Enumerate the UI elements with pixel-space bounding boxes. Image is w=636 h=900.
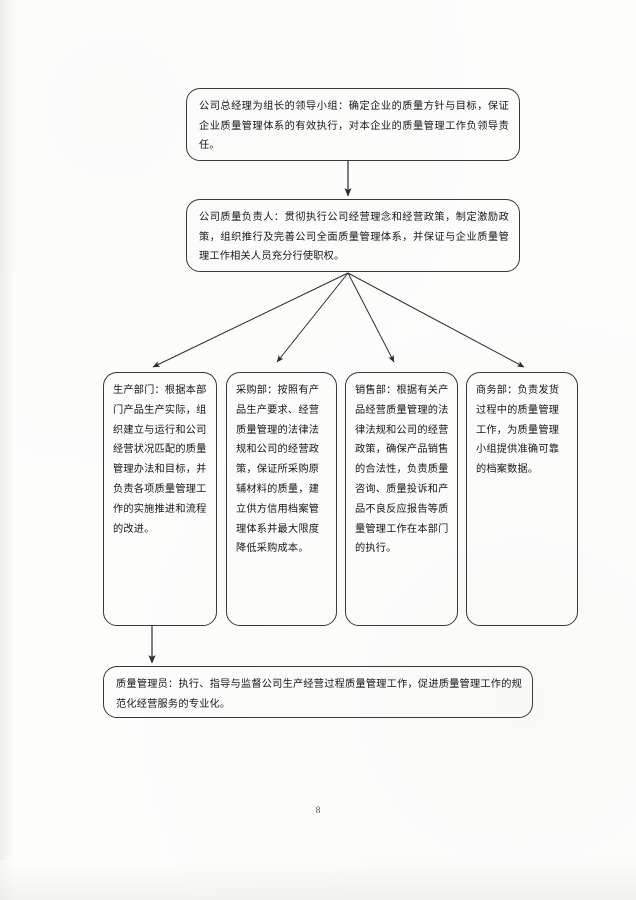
flow-box-production-department[interactable]: 生产部门：根据本部门产品生产实际，组织建立与运行和公司经营状况匹配的质量管理办法… — [103, 372, 217, 626]
connector-officer-to-sales — [347, 272, 395, 363]
flow-box-purchasing-department[interactable]: 采购部：按照有产品生产要求、经营质量管理的法律法规和公司的经营政策，保证所采购原… — [226, 372, 337, 626]
scan-edge-shadow-left — [0, 0, 14, 900]
quality-manager-text: 质量管理员：执行、指导与监督公司生产经营过程质量管理工作，促进质量管理工作的规范… — [116, 679, 522, 710]
scan-edge-shadow-bottom — [0, 860, 636, 900]
connector-officer-to-production — [152, 272, 349, 368]
flow-box-sales-department[interactable]: 销售部：根据有关产品经营质量管理的法律法规和公司的经营政策，确保产品销售的合法性… — [345, 372, 458, 626]
sales-department-text: 销售部：根据有关产品经营质量管理的法律法规和公司的经营政策，确保产品销售的合法性… — [355, 385, 449, 555]
flow-box-leadership-group[interactable]: 公司总经理为组长的领导小组：确定企业的质量方针与目标，保证企业质量管理体系的有效… — [186, 88, 520, 161]
flow-box-quality-manager[interactable]: 质量管理员：执行、指导与监督公司生产经营过程质量管理工作，促进质量管理工作的规范… — [103, 666, 533, 718]
leadership-group-text: 公司总经理为组长的领导小组：确定企业的质量方针与目标，保证企业质量管理体系的有效… — [199, 101, 509, 151]
page-number: 8 — [315, 806, 321, 816]
flow-box-business-department[interactable]: 商务部：负责发货过程中的质量管理工作，为质量管理小组提供准确可靠的档案数据。 — [466, 372, 578, 626]
connector-officer-to-purchasing — [276, 272, 349, 363]
business-department-text: 商务部：负责发货过程中的质量管理工作，为质量管理小组提供准确可靠的档案数据。 — [476, 385, 560, 476]
connector-officer-to-business — [347, 272, 525, 368]
flow-box-quality-officer[interactable]: 公司质量负责人：贯彻执行公司经营理念和经营政策，制定激励政策，组织推行及完善公司… — [186, 199, 520, 272]
production-department-text: 生产部门：根据本部门产品生产实际，组织建立与运行和公司经营状况匹配的质量管理办法… — [113, 385, 207, 535]
purchasing-department-text: 采购部：按照有产品生产要求、经营质量管理的法律法规和公司的经营政策，保证所采购原… — [236, 385, 320, 555]
quality-officer-text: 公司质量负责人：贯彻执行公司经营理念和经营政策，制定激励政策，组织推行及完善公司… — [199, 212, 509, 262]
